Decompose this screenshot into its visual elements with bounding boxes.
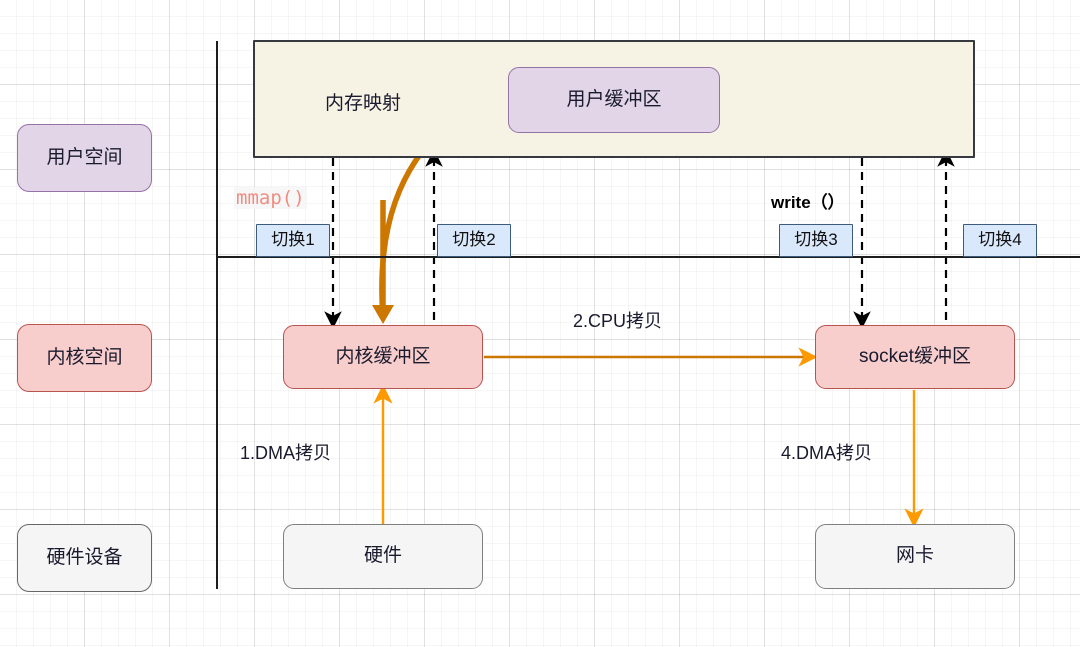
legend-kernel-space: 内核空间 bbox=[17, 324, 152, 392]
user-buffer-label: 用户缓冲区 bbox=[566, 88, 662, 110]
legend-user-space: 用户空间 bbox=[17, 124, 152, 192]
switch-chip-1: 切换1 bbox=[256, 224, 330, 257]
step-label-dma-copy-4: 4.DMA拷贝 bbox=[781, 443, 873, 463]
socket-buffer-box: socket缓冲区 bbox=[815, 325, 1015, 389]
mmap-arrowhead-down bbox=[372, 305, 394, 324]
switch-chip-4-label: 切换4 bbox=[978, 230, 1022, 250]
kernel-buffer-box: 内核缓冲区 bbox=[283, 325, 483, 389]
switch-chip-3: 切换3 bbox=[779, 224, 853, 257]
legend-kernel-space-label: 内核空间 bbox=[46, 346, 123, 368]
user-kernel-boundary-line bbox=[216, 256, 1080, 258]
kernel-buffer-label: 内核缓冲区 bbox=[335, 345, 431, 367]
switch-chip-2: 切换2 bbox=[437, 224, 511, 257]
legend-hardware: 硬件设备 bbox=[17, 524, 152, 592]
nic-box: 网卡 bbox=[815, 524, 1015, 589]
hardware-box: 硬件 bbox=[283, 524, 483, 589]
switch-chip-1-label: 切换1 bbox=[271, 230, 315, 250]
hardware-box-label: 硬件 bbox=[363, 545, 402, 567]
user-space-region bbox=[253, 40, 975, 158]
mmap-syscall-label: mmap() bbox=[234, 187, 307, 209]
memory-mapping-label: 内存映射 bbox=[325, 93, 402, 114]
user-buffer-box: 用户缓冲区 bbox=[508, 67, 720, 133]
nic-box-label: 网卡 bbox=[895, 545, 934, 567]
legend-hardware-label: 硬件设备 bbox=[46, 546, 123, 568]
step-label-cpu-copy-2: 2.CPU拷贝 bbox=[573, 311, 663, 331]
socket-buffer-label: socket缓冲区 bbox=[859, 345, 971, 367]
switch-chip-2-label: 切换2 bbox=[452, 230, 496, 250]
space-divider-vertical bbox=[216, 41, 218, 589]
switch-chip-4: 切换4 bbox=[963, 224, 1037, 257]
switch-chip-3-label: 切换3 bbox=[794, 230, 838, 250]
step-label-dma-copy-1: 1.DMA拷贝 bbox=[240, 443, 332, 463]
legend-user-space-label: 用户空间 bbox=[46, 146, 123, 168]
write-syscall-label: write（） bbox=[771, 193, 845, 212]
